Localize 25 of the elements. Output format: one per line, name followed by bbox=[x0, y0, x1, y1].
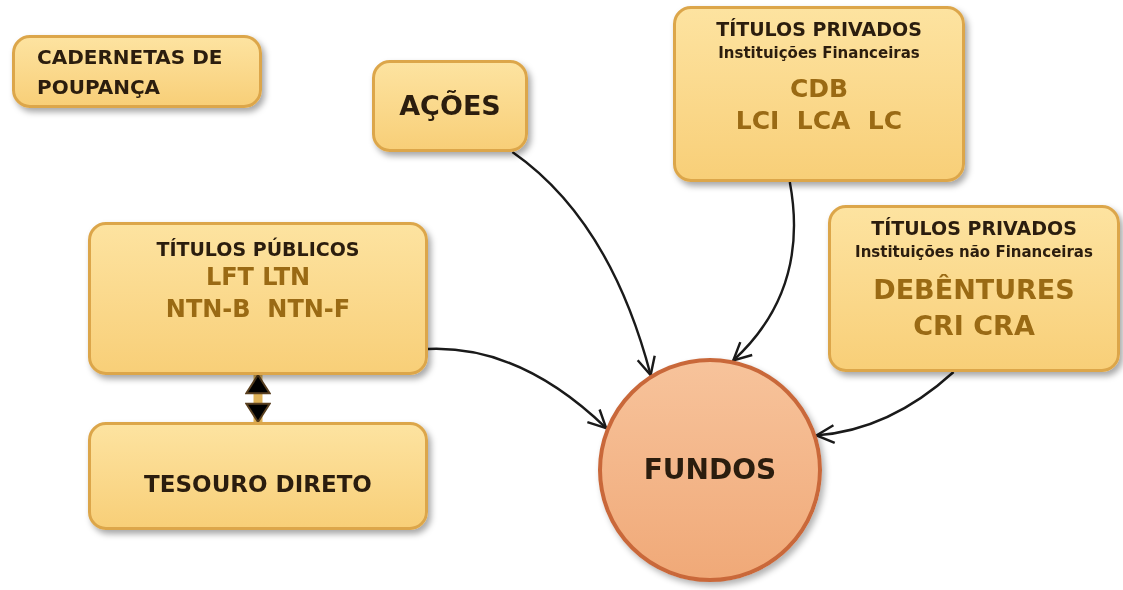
category-box bbox=[828, 205, 1120, 372]
box-title: TESOURO DIRETO bbox=[144, 469, 372, 499]
box-title: TÍTULOS PRIVADOS bbox=[871, 216, 1077, 240]
box-text: NTN-B NTN-F bbox=[165, 294, 351, 325]
box-title: TÍTULOS PRIVADOS bbox=[716, 17, 922, 41]
category-box bbox=[372, 60, 528, 152]
box-title: CADERNETAS DE POUPANÇA bbox=[37, 43, 224, 101]
box-text: CRI CRA bbox=[913, 309, 1035, 343]
box-title: TÍTULOS PÚBLICOS bbox=[156, 237, 360, 261]
curved-arrow bbox=[511, 151, 656, 377]
box-text: LCI LCA LC bbox=[735, 105, 903, 137]
box-text: DEBÊNTURES bbox=[873, 273, 1075, 307]
curved-arrow bbox=[815, 371, 955, 444]
category-box bbox=[88, 422, 428, 530]
box-text: LFT LTN bbox=[205, 262, 311, 293]
category-box bbox=[12, 35, 262, 108]
double-arrow bbox=[245, 374, 271, 423]
box-text: CDB bbox=[789, 73, 849, 105]
curved-arrow bbox=[428, 347, 608, 430]
box-title: FUNDOS bbox=[643, 452, 777, 488]
box-text: Instituições Financeiras bbox=[718, 43, 920, 64]
box-title: AÇÕES bbox=[399, 88, 501, 123]
category-box bbox=[673, 6, 965, 182]
category-box bbox=[88, 222, 428, 375]
box-text: Instituições não Financeiras bbox=[855, 242, 1093, 263]
